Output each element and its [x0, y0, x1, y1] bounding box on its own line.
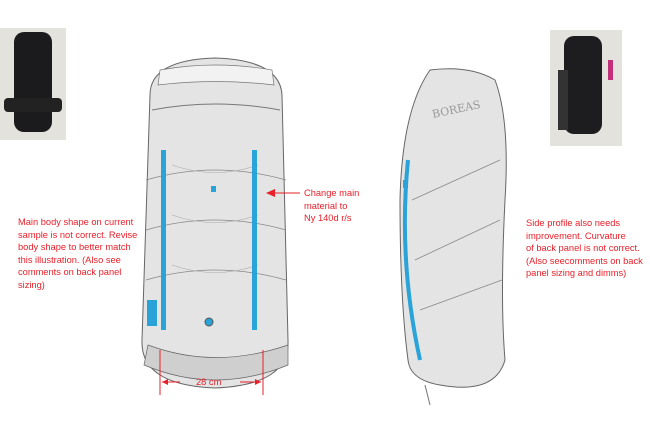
note-line: Side profile also needs	[526, 218, 621, 228]
note-line: improvement. Curvature	[526, 230, 626, 241]
material-note: Change main material to Ny 140d r/s	[304, 187, 359, 225]
note-line: material to	[304, 200, 348, 211]
zipper-right	[252, 150, 257, 330]
note-line: sizing)	[18, 279, 45, 290]
sample-photo-side	[550, 30, 622, 146]
note-line: Change main	[304, 188, 360, 198]
note-line: of back panel is not correct.	[526, 243, 640, 254]
reflective-patch	[147, 300, 157, 326]
width-dimension-label: 28 cm	[196, 377, 222, 387]
note-line: comments on back panel	[18, 267, 122, 278]
backpack-photo-front	[4, 32, 62, 132]
sample-photo-front	[0, 28, 66, 140]
note-line: sample is not correct. Revise	[18, 229, 138, 240]
note-line: Main body shape on current	[18, 217, 134, 227]
note-line: (Also seecomments on back	[526, 255, 643, 266]
side-profile-note: Side profile also needs improvement. Cur…	[526, 217, 643, 280]
backpack-photo-side	[558, 36, 613, 134]
note-line: panel sizing and dimms)	[526, 268, 627, 279]
zipper-left	[161, 150, 166, 330]
backpack-side-view: BOREAS	[399, 68, 507, 406]
front-body-note: Main body shape on current sample is not…	[18, 216, 137, 292]
note-line: this illustration. (Also see	[18, 254, 121, 265]
note-line: Ny 140d r/s	[304, 213, 352, 224]
backpack-front-view	[141, 57, 300, 395]
note-line: body shape to better match	[18, 242, 131, 253]
